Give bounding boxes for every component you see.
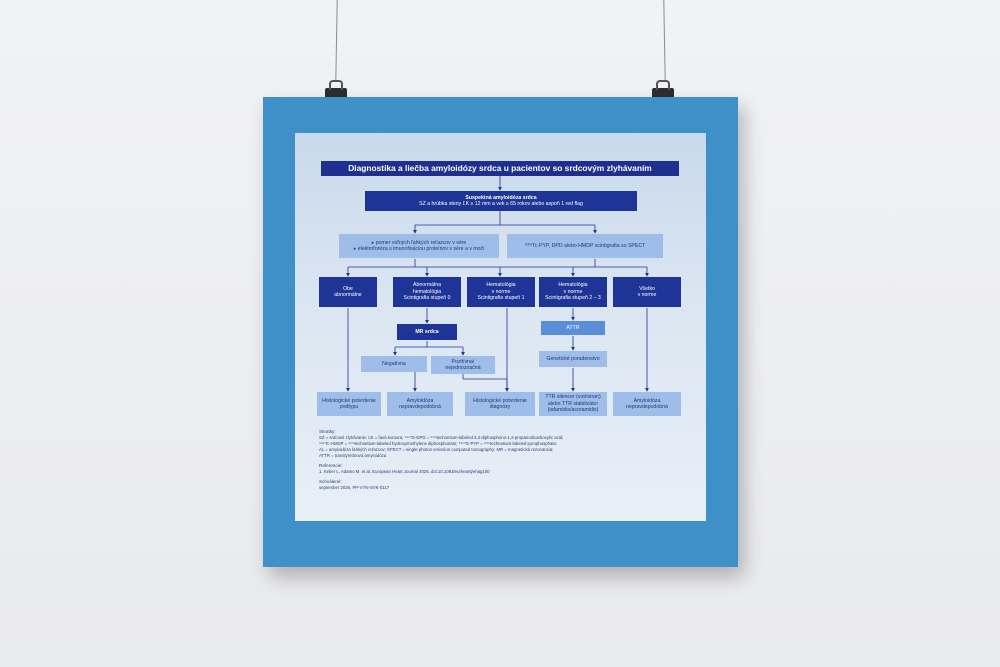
branch-abnormal-hematology: Abnormálna hematológia Scintigrafia stup… (393, 277, 461, 307)
suspected-heading: Suspektná amyloidóza srdca (465, 194, 537, 201)
connector-lines (346, 176, 649, 392)
outcome-amyloidosis-unlikely-1: Amyloidóza nepravdepodobná (387, 392, 453, 416)
suspected-detail: SZ a hrúbka steny ĽK ≥ 12 mm a vek ≥ 65 … (419, 201, 583, 207)
mr-positive-box: Pozitívna/ nejednoznačná (431, 356, 495, 374)
abbreviations-heading: Skratky: (319, 429, 336, 434)
mr-heart-box: MR srdca (397, 324, 457, 340)
genetic-counseling-box: Genetické poradenstvo (539, 351, 607, 367)
scintigraphy-box: ⁹⁹ᵐTc-PYP, DPD alebo HMDP scintigrafia s… (507, 234, 663, 258)
outcome-histology-subtype: Histologické potvrdenie podtypu (317, 392, 381, 416)
abbreviations-line-4: ATTR = transtyretínová amyloidóza (319, 453, 387, 458)
poster: Diagnostika a liečba amyloidózy srdca u … (263, 97, 738, 567)
outcome-ttr-therapy: TTR silencer (vutrisiran) alebo TTR stab… (539, 392, 607, 416)
approved-heading: Schválené: (319, 479, 342, 484)
abbreviations-line-2: ⁹⁹ᵐTc-HMDP = ⁹⁹ᵐtechnetium-labeled hydro… (319, 441, 558, 446)
abbreviations-line-1: SZ = srdcové zlyhávanie; ĽK = ľavá komor… (319, 435, 564, 440)
tests-line-1: ▸ pomer voľných ľahkých reťazcov v sére (371, 239, 467, 246)
branch-all-normal: Všetko v norme (613, 277, 681, 307)
approved-text: september 2026, PP-VYN-SVK-0117 (319, 485, 390, 490)
reference-1: 1. Keber L, Adamo M, et al. European Hea… (319, 469, 490, 474)
outcome-histology-diagnosis: Histologické potvrdenie diagnózy (465, 392, 535, 416)
mr-negative-box: Negatívna (361, 356, 427, 372)
branch-normal-hematology-grade1: Hematológia v norme Scintigrafia stupeň … (467, 277, 535, 307)
scintigraphy-text: ⁹⁹ᵐTc-PYP, DPD alebo HMDP scintigrafia s… (524, 242, 646, 249)
outcome-amyloidosis-unlikely-2: Amyloidóza nepravdepodobná (613, 392, 681, 416)
chart-title: Diagnostika a liečba amyloidózy srdca u … (321, 161, 679, 176)
abbreviations-line-3: AL = amyloidóza ľahkých reťazcov; SPECT … (319, 447, 554, 452)
attr-box: ATTR (541, 321, 605, 335)
branch-normal-hematology-grade23: Hematológia v norme Scintigrafia stupeň … (539, 277, 607, 307)
hanging-wire-left (335, 0, 338, 83)
suspected-amyloidosis-box: Suspektná amyloidóza srdca SZ a hrúbka s… (365, 191, 637, 211)
branch-both-abnormal: Obe abnormálne (319, 277, 377, 307)
hanging-wire-right (663, 0, 666, 83)
references-heading: Referencie: (319, 463, 343, 468)
hematology-tests-box: ▸ pomer voľných ľahkých reťazcov v sére … (339, 234, 499, 258)
footnotes: Skratky: SZ = srdcové zlyhávanie; ĽK = ľ… (319, 429, 563, 491)
flowchart-sheet: Diagnostika a liečba amyloidózy srdca u … (295, 133, 706, 521)
tests-line-2: ▸ elektroforéza s imunofixáciou proteíno… (353, 246, 485, 252)
